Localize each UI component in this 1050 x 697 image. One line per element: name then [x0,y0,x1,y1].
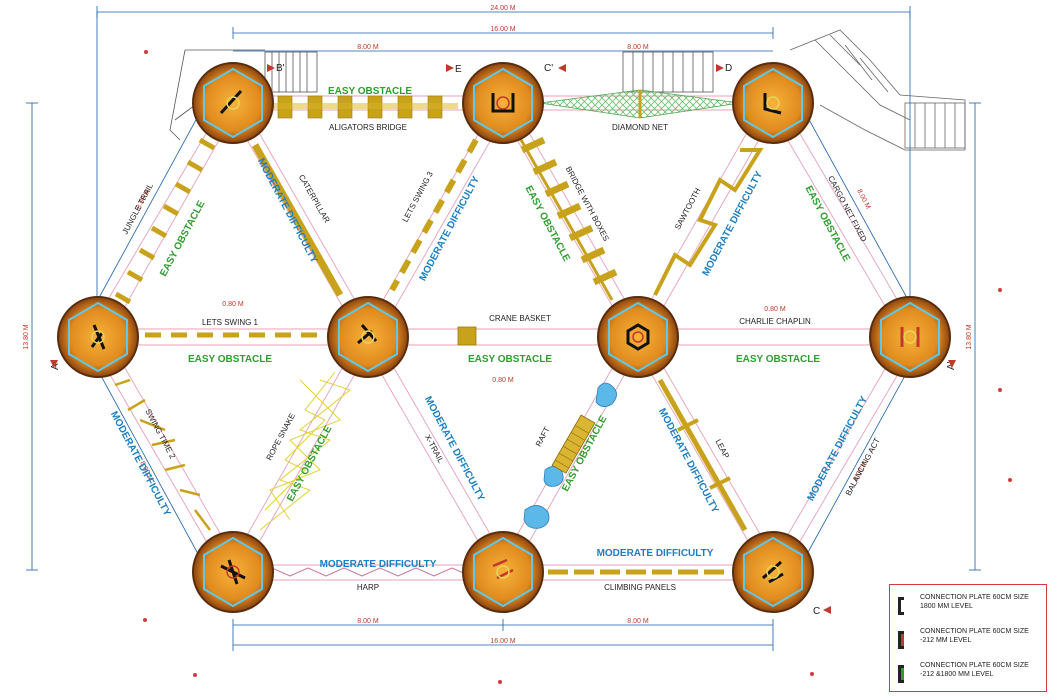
raft-graphic [523,382,617,529]
rope-snake-graphic [259,371,352,531]
site-points [143,50,1012,684]
dim-right-height: 13.80 M [966,324,973,349]
dim-bottom-left-segment: 8.00 M [357,618,379,625]
lets-swing-3-graphic [389,138,479,292]
section-markers: B' E C' D A A' C [50,63,957,617]
bridge-with-boxes-graphic [518,136,618,301]
leap-graphic [657,378,748,532]
difficulty-climbing-panels: MODERATE DIFFICULTY [597,548,714,559]
post-mid-center-left [327,296,409,378]
dim-top-right-segment: 8.00 M [627,44,649,51]
dim-bottom-width: 16.00 M [490,638,515,645]
dimension-lines [26,6,981,651]
marker-d: D [725,63,732,74]
legend-item-black: CONNECTION PLATE 60CM SIZE 1800 MM LEVEL [898,593,1044,623]
label-crane-basket: CRANE BASKET [489,314,551,323]
crane-basket-graphic [457,326,477,346]
label-swing-time-2: SWING TIME 2 [143,407,177,460]
dim-overall-width: 24.00 M [490,5,515,12]
post-top-left [192,62,274,144]
label-raft: RAFT [534,425,552,448]
top-left-stair [169,49,318,141]
post-top-right [732,62,814,144]
difficulty-charlie-chaplin: EASY OBSTACLE [736,354,820,365]
label-rope-snake: ROPE SNAKE [265,412,297,462]
label-climbing-panels: CLIMBING PANELS [604,583,676,592]
dim-bottom-right-segment: 8.00 M [627,618,649,625]
label-sawtooth: SAWTOOTH [673,186,703,231]
diamond-net-graphic [539,89,741,119]
legend: CONNECTION PLATE 60CM SIZE 1800 MM LEVEL… [889,584,1047,692]
marker-c-bottom: C [813,606,820,617]
post-top-center [462,62,544,144]
label-lets-swing-1: LETS SWING 1 [202,318,259,327]
dim-upper-right-diagonal: 8.00 M [855,188,871,210]
bracket-icon [898,597,904,615]
label-caterpillar: CATERPILLAR [297,173,332,225]
bracket-accent-icon [901,668,904,680]
label-charlie-chaplin: CHARLIE CHAPLIN [739,317,811,326]
difficulty-top-left: EASY OBSTACLE [328,86,412,97]
label-leap: LEAP [713,438,731,460]
marker-a-left: A [50,363,61,370]
post-mid-left [57,296,139,378]
difficulty-crane-basket: EASY OBSTACLE [468,354,552,365]
bracket-icon [898,665,904,683]
difficulty-balancing-act: MODERATE DIFFICULTY [806,394,871,503]
label-diamond-net: DIAMOND NET [612,123,668,132]
post-bottom-left [192,531,274,613]
dim-left-height: 13.80 M [23,324,30,349]
marker-b: B' [276,63,285,74]
marker-c-top: C' [544,63,553,74]
connection-guides [89,95,919,581]
caterpillar-graphic [251,143,344,297]
difficulty-jungle-trail: EASY OBSTACLE [158,199,207,279]
legend-item-text: CONNECTION PLATE 60CM SIZE 1800 MM LEVEL [920,594,1029,610]
dim-short-mark-left: 0.80 M [222,301,244,308]
label-harp: HARP [357,583,379,592]
bracket-icon [898,631,904,649]
legend-item-red: CONNECTION PLATE 60CM SIZE -212 MM LEVEL [898,627,1044,657]
legend-item-green: CONNECTION PLATE 60CM SIZE -212 &1800 MM… [898,661,1044,691]
post-mid-center-right [597,296,679,378]
bracket-accent-icon [901,634,904,646]
legend-item-text: CONNECTION PLATE 60CM SIZE -212 &1800 MM… [920,662,1029,678]
label-aligators-bridge: ALIGATORS BRIDGE [329,123,407,132]
legend-item-text: CONNECTION PLATE 60CM SIZE -212 MM LEVEL [920,628,1029,644]
jungle-trail-graphic [114,137,216,305]
post-bottom-center [462,531,544,613]
sawtooth-graphic [653,148,764,296]
dim-top-width: 16.00 M [490,26,515,33]
difficulty-swing-time-2: MODERATE DIFFICULTY [108,410,173,519]
swing-time-2-graphic [114,378,211,531]
difficulty-caterpillar: MODERATE DIFFICULTY [255,157,320,266]
posts [57,62,951,613]
dim-short-mark-center: 0.80 M [492,377,514,384]
label-balancing-act: BALANCING ACT [844,436,882,497]
harp-graphic [271,567,471,577]
marker-e: E [455,64,462,75]
aligators-bridge-graphic [268,95,458,119]
dim-top-left-segment: 8.00 M [357,44,379,51]
difficulty-harp: MODERATE DIFFICULTY [320,559,437,570]
dim-short-mark-right: 0.80 M [764,306,786,313]
top-right-ramp [789,29,966,151]
difficulty-lets-swing-1: EASY OBSTACLE [188,354,272,365]
post-bottom-right [732,531,814,613]
top-right-stair [622,51,714,93]
post-mid-right [869,296,951,378]
label-lets-swing-3: LETS SWING 3 [401,170,436,224]
